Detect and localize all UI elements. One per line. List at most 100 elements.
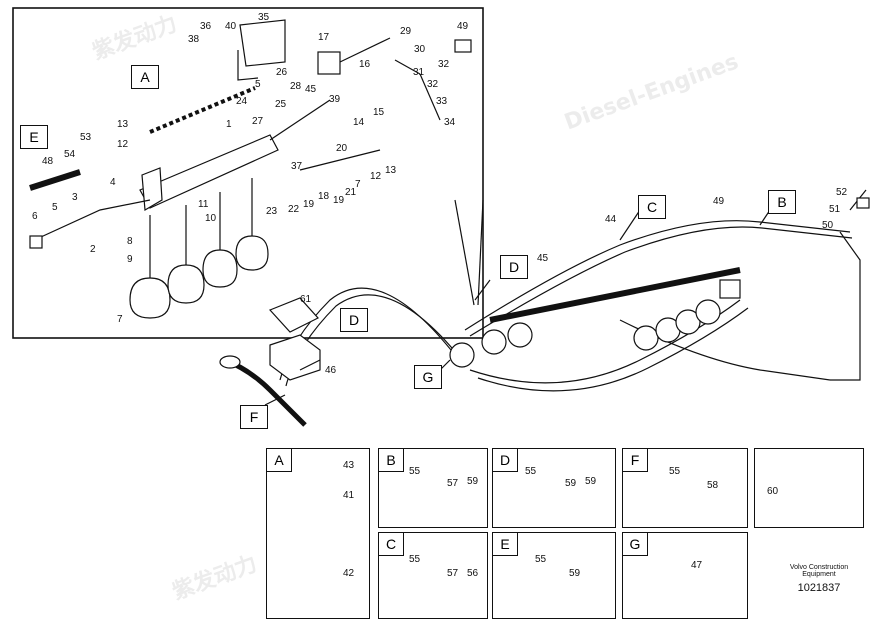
detail-frame xyxy=(12,7,484,339)
part-label: 28 xyxy=(290,81,302,92)
panel-a: A 43 41 42 xyxy=(266,448,370,619)
return-pipe xyxy=(224,357,307,427)
part-label: 4 xyxy=(110,177,116,188)
part-label: 12 xyxy=(370,171,382,182)
part-label: 42 xyxy=(343,568,355,579)
part-label: 11 xyxy=(198,199,209,210)
part-label: 55 xyxy=(409,554,421,565)
part-label: 39 xyxy=(329,94,341,105)
part-label: 7 xyxy=(117,314,123,325)
part-label: 24 xyxy=(236,96,248,107)
part-label: 19 xyxy=(303,199,315,210)
valve-gasket xyxy=(268,297,319,333)
part-label: 30 xyxy=(414,44,426,55)
panel-strap: 60 xyxy=(754,448,864,528)
part-label: 21 xyxy=(345,187,357,198)
hose-e xyxy=(29,169,81,191)
panel-f: F 55 58 xyxy=(622,448,748,528)
leader-line xyxy=(454,199,475,306)
part-label: 55 xyxy=(669,466,681,477)
part-label: 45 xyxy=(305,84,317,95)
mounting-bracket xyxy=(239,19,286,67)
company-name: Volvo Construction xyxy=(789,564,849,571)
part-label: 51 xyxy=(829,204,841,215)
part-label: 16 xyxy=(359,59,371,70)
part-label: 59 xyxy=(585,476,597,487)
callout-f: F xyxy=(240,405,268,429)
part-label: 55 xyxy=(525,466,537,477)
part-label: 23 xyxy=(266,206,278,217)
part-label: 55 xyxy=(409,466,421,477)
part-label: 18 xyxy=(318,191,330,202)
fuel-rail-cap xyxy=(141,167,163,211)
callout-e: E xyxy=(20,125,48,149)
hatched-bar xyxy=(149,86,256,134)
panel-letter: F xyxy=(623,449,648,472)
leader-line xyxy=(477,199,484,306)
part-label: 6 xyxy=(32,211,38,222)
part-label: 9 xyxy=(127,254,133,265)
panel-g: G 47 xyxy=(622,532,748,619)
part-label: 43 xyxy=(343,460,355,471)
callout-g: G xyxy=(414,365,442,389)
panel-letter: A xyxy=(267,449,292,472)
part-label: 59 xyxy=(565,478,577,489)
part-label: 61 xyxy=(300,294,312,305)
callout-d: D xyxy=(500,255,528,279)
part-label: 10 xyxy=(205,213,217,224)
panel-c: C 55 57 56 xyxy=(378,532,488,619)
part-label: 29 xyxy=(400,26,412,37)
part-label: 20 xyxy=(336,143,348,154)
part-label: 26 xyxy=(276,67,288,78)
callout-d-2: D xyxy=(340,308,368,332)
main-accumulators xyxy=(449,299,721,368)
part-label: 57 xyxy=(447,568,459,579)
part-label: 48 xyxy=(42,156,54,167)
part-label: 31 xyxy=(413,67,425,78)
panel-b: B 55 57 59 xyxy=(378,448,488,528)
part-label: 57 xyxy=(447,478,459,489)
part-label: 35 xyxy=(258,12,270,23)
part-label: 13 xyxy=(385,165,397,176)
part-label: 49 xyxy=(713,196,725,207)
part-label: 32 xyxy=(427,79,439,90)
part-label: 52 xyxy=(836,187,848,198)
part-label: 22 xyxy=(288,204,300,215)
part-label: 55 xyxy=(535,554,547,565)
callout-a: A xyxy=(131,65,159,89)
part-label: 60 xyxy=(767,486,779,497)
part-label: 25 xyxy=(275,99,287,110)
callout-c: C xyxy=(638,195,666,219)
part-label: 8 xyxy=(127,236,133,247)
company-name-line2: Equipment xyxy=(802,571,836,578)
panel-letter: C xyxy=(379,533,404,556)
part-label: 5 xyxy=(255,79,261,90)
part-label: 45 xyxy=(537,253,549,264)
drawing-number: 1021837 xyxy=(797,582,841,594)
part-label: 40 xyxy=(225,21,237,32)
panel-letter: D xyxy=(493,449,518,472)
valve-block xyxy=(269,334,321,381)
part-label: 58 xyxy=(707,480,719,491)
part-label: 33 xyxy=(436,96,448,107)
part-label: 27 xyxy=(252,116,264,127)
part-label: 44 xyxy=(605,214,617,225)
part-label: 37 xyxy=(291,161,303,172)
panel-letter: E xyxy=(493,533,518,556)
part-label: 13 xyxy=(117,119,129,130)
part-label: 46 xyxy=(325,365,337,376)
part-label: 53 xyxy=(80,132,92,143)
part-label: 34 xyxy=(444,117,456,128)
main-hose-bundle xyxy=(279,220,861,392)
part-label: 15 xyxy=(373,107,385,118)
part-label: 59 xyxy=(467,476,479,487)
part-label: 41 xyxy=(343,490,355,501)
part-label: 50 xyxy=(822,220,834,231)
footer: Volvo Construction Equipment 1021837 xyxy=(774,564,864,594)
panel-letter: G xyxy=(623,533,648,556)
part-label: 12 xyxy=(117,139,129,150)
part-label: 38 xyxy=(188,34,200,45)
part-label: 47 xyxy=(691,560,703,571)
part-label: 32 xyxy=(438,59,450,70)
part-label: 1 xyxy=(226,119,232,130)
